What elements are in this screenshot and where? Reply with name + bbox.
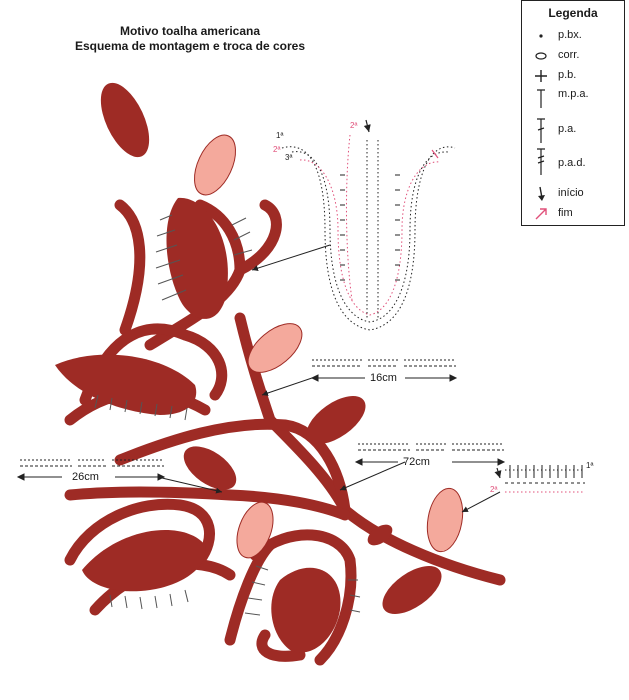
- left-flower-petal: [55, 354, 197, 415]
- strip-start-arrow-icon: [494, 467, 502, 479]
- legend-label: início: [558, 187, 584, 199]
- left-flower: [55, 323, 228, 426]
- salmon-leaf-lower: [236, 501, 274, 559]
- salmon-leaves: [193, 134, 464, 559]
- chain-oval-icon: [535, 52, 547, 60]
- legend-item-mpa: m.p.a.: [522, 85, 624, 111]
- legend-item-pbx: p.bx.: [522, 25, 624, 45]
- treble-stitch-icon: [537, 148, 545, 175]
- round-label-3: 3ª: [285, 153, 292, 162]
- round-label-2-left: 2ª: [273, 145, 280, 154]
- salmon-leaf-mid: [247, 323, 303, 373]
- end-arrow-icon: [431, 149, 439, 159]
- double-stitch-icon: [537, 118, 545, 143]
- lower-right-flower: [224, 529, 361, 666]
- strip-round-label-2: 2ª: [490, 485, 497, 494]
- leaf-right-lower: [382, 566, 442, 614]
- legend-item-inicio: início: [522, 183, 624, 203]
- round-label-2-top: 2ª: [350, 121, 357, 130]
- measure-arrows: [16, 374, 506, 481]
- half-double-stitch-icon: [537, 89, 545, 108]
- legend-item-pb: p.b.: [522, 65, 624, 85]
- legend-label: fim: [558, 207, 573, 219]
- legend-label: p.a.: [558, 123, 577, 135]
- leaf-center: [183, 446, 237, 490]
- round-label-1: 1ª: [276, 131, 283, 140]
- legend-box: Legenda p.bx. corr. p.b. m.p.a. p.a. p.a…: [521, 0, 625, 226]
- measure-label-16cm: 16cm: [370, 372, 397, 384]
- legend-item-pad: p.a.d.: [522, 147, 624, 177]
- end-arrow-icon: [535, 208, 547, 220]
- legend-item-corr: corr.: [522, 45, 624, 65]
- leaf-lower-stub: [367, 524, 393, 546]
- salmon-leaf-top: [193, 134, 237, 196]
- stem-main: [234, 312, 506, 586]
- measure-strips: [20, 359, 504, 467]
- lower-right-flower-petal: [271, 567, 341, 653]
- legend-item-fim: fim: [522, 203, 624, 223]
- stem-left: [114, 418, 351, 516]
- lower-left-flower-petal: [82, 530, 206, 592]
- strip-round-label-1: 1ª: [586, 461, 593, 470]
- title-block: Motivo toalha americana Esquema de monta…: [40, 24, 340, 54]
- legend-item-pa: p.a.: [522, 117, 624, 145]
- legend-label: p.a.d.: [558, 157, 586, 169]
- salmon-leaf-right: [426, 487, 464, 553]
- plus-icon: [535, 70, 547, 82]
- crochet-chart-tulip: 1ª 2ª 3ª 2ª: [273, 119, 456, 331]
- title-line-1: Motivo toalha americana: [119, 24, 261, 38]
- measure-label-26cm: 26cm: [72, 471, 99, 483]
- leaf-top-left: [100, 82, 150, 158]
- upper-flower: [114, 197, 282, 351]
- leaf-mid-right: [306, 396, 366, 444]
- crochet-chart-strip: 1ª 2ª: [490, 461, 593, 494]
- dark-leaves: [100, 82, 442, 614]
- start-arrow-icon: [363, 119, 371, 133]
- upper-flower-petal: [166, 197, 228, 319]
- main-stems: [64, 312, 506, 586]
- dot-icon: [539, 34, 543, 38]
- lower-left-flower: [64, 498, 236, 616]
- start-arrow-icon: [538, 186, 545, 201]
- stem-lower: [64, 486, 351, 521]
- legend-label: m.p.a.: [558, 88, 589, 100]
- legend-label: corr.: [558, 49, 580, 61]
- legend-title: Legenda: [548, 6, 598, 20]
- legend-label: p.bx.: [558, 29, 582, 41]
- measure-label-72cm: 72cm: [403, 456, 430, 468]
- pointer-arrows: [161, 244, 501, 513]
- title-line-2: Esquema de montagem e troca de cores: [74, 39, 306, 53]
- legend-label: p.b.: [558, 69, 577, 81]
